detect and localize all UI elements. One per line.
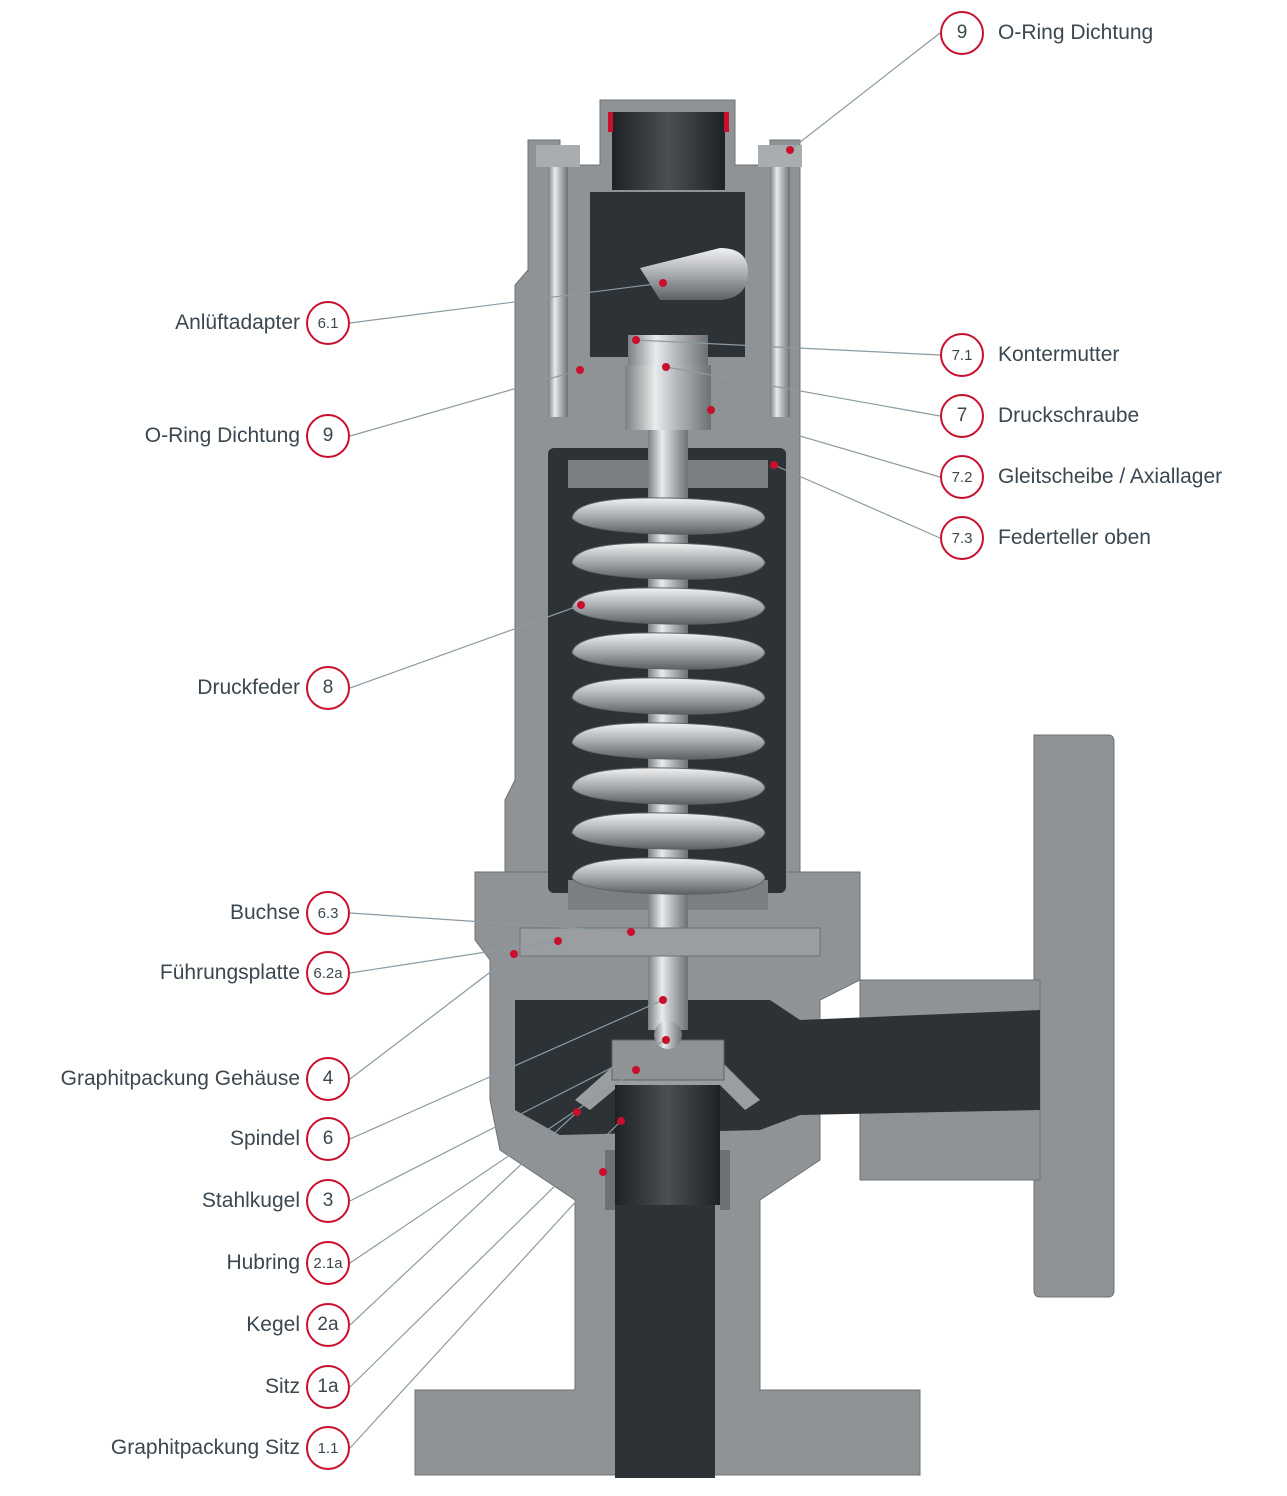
callout-number-badge: 6.2a <box>306 951 350 995</box>
callout-dot <box>707 406 715 414</box>
callout-number-badge: 7.3 <box>940 516 984 560</box>
callout-number-badge: 2a <box>306 1303 350 1347</box>
callout-label: Druckschraube <box>998 404 1140 427</box>
guide-plate <box>519 927 821 957</box>
callout-label: Gleitscheibe / Axiallager <box>998 465 1223 488</box>
callout-dot <box>662 1036 670 1044</box>
leader-line <box>349 1039 667 1202</box>
leader-line <box>349 369 581 437</box>
leader-line <box>349 953 515 1080</box>
callout-dot <box>770 461 778 469</box>
callout-label: Graphitpackung Gehäuse <box>60 1067 300 1090</box>
lock-nut <box>628 335 708 365</box>
callout-label: Buchse <box>229 901 300 924</box>
callout-label: Federteller oben <box>998 526 1151 549</box>
leader-line <box>349 1120 622 1388</box>
spring-coil <box>571 632 766 670</box>
leader-line <box>349 1069 637 1264</box>
callout-number-badge: 9 <box>940 11 984 55</box>
leader-line <box>635 339 941 356</box>
callout-label: O-Ring Dichtung <box>144 424 300 447</box>
callout-dot <box>786 146 794 154</box>
stud-bolts <box>536 145 802 417</box>
callout-label: Druckfeder <box>197 676 300 699</box>
steel-ball <box>654 1021 682 1049</box>
leader-line <box>710 409 941 478</box>
callout-dot <box>577 601 585 609</box>
spring-coil <box>571 812 766 850</box>
callout-number-badge: 7 <box>940 394 984 438</box>
callout-label: Spindel <box>229 1127 300 1150</box>
callout-label: Kontermutter <box>998 343 1120 366</box>
callout-number-badge: 4 <box>306 1057 350 1101</box>
lifting-lever <box>640 248 748 300</box>
pressure-screw <box>625 365 711 430</box>
leader-line <box>349 940 559 974</box>
callout-dot <box>576 366 584 374</box>
spring-coil <box>571 587 766 625</box>
callout-number-badge: 6.1 <box>306 301 350 345</box>
callout-dot <box>573 1108 581 1116</box>
callout-number-badge: 9 <box>306 414 350 458</box>
callout-number-badge: 1.1 <box>306 1426 350 1470</box>
leader-line <box>789 32 941 151</box>
callout-dot <box>617 1117 625 1125</box>
leader-lines <box>349 32 941 1449</box>
callout-label: Graphitpackung Sitz <box>110 1436 300 1459</box>
spring-coil <box>571 857 766 895</box>
leader-line <box>349 1111 578 1326</box>
callout-label: Führungsplatte <box>159 961 300 984</box>
callout-number-badge: 7.1 <box>940 333 984 377</box>
callout-dot <box>659 279 667 287</box>
callout-dot <box>554 937 562 945</box>
leader-line <box>773 464 941 539</box>
callout-number-badge: 6.3 <box>306 891 350 935</box>
spring-coil <box>571 767 766 805</box>
callout-number-badge: 8 <box>306 666 350 710</box>
callout-number-badge: 1a <box>306 1365 350 1409</box>
spring-coil <box>571 497 766 535</box>
callout-label: Hubring <box>226 1251 300 1274</box>
callout-number-badge: 7.2 <box>940 455 984 499</box>
spring-coil <box>571 542 766 580</box>
seat <box>615 1085 720 1205</box>
leader-line <box>665 366 941 417</box>
callout-dot <box>599 1168 607 1176</box>
callout-number-badge: 3 <box>306 1179 350 1223</box>
cap-screw <box>612 112 725 190</box>
callout-dot <box>632 336 640 344</box>
callout-number-badge: 6 <box>306 1117 350 1161</box>
callout-label: Sitz <box>264 1375 300 1398</box>
spring-coil <box>571 722 766 760</box>
leader-line <box>349 999 664 1140</box>
leader-line <box>349 282 664 324</box>
callout-label: Anlüftadapter <box>175 311 300 334</box>
callout-dot <box>659 996 667 1004</box>
callout-dot <box>662 363 670 371</box>
leader-line <box>349 1171 604 1449</box>
leader-line <box>349 604 582 689</box>
callout-dot <box>632 1066 640 1074</box>
callout-label: Kegel <box>246 1313 300 1336</box>
callout-dot <box>510 950 518 958</box>
callout-number-badge: 2.1a <box>306 1241 350 1285</box>
leader-line <box>349 912 632 933</box>
spring-coil <box>571 677 766 715</box>
callout-dot <box>627 928 635 936</box>
compression-spring <box>571 497 766 895</box>
callout-label: O-Ring Dichtung <box>998 21 1154 44</box>
callout-label: Stahlkugel <box>201 1189 300 1212</box>
